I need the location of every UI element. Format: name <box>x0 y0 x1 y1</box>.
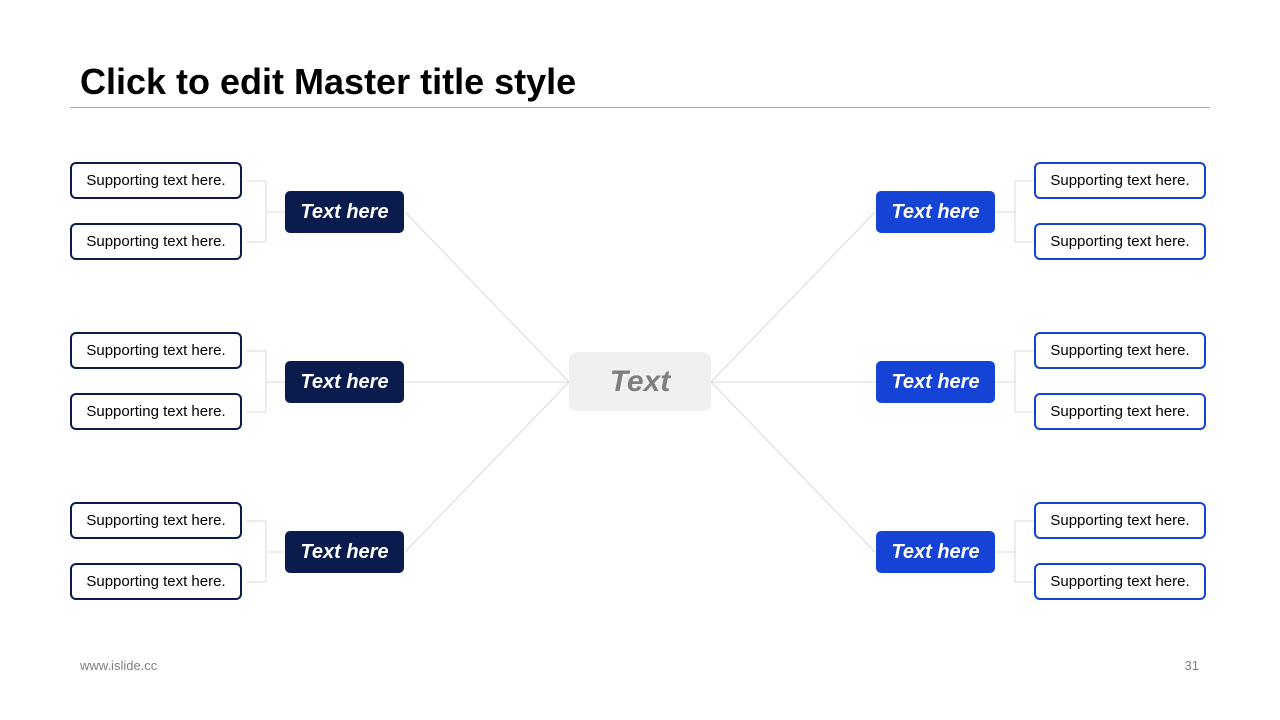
branch-node-right-middle: Text here <box>876 361 995 403</box>
supporting-box-left-top-1: Supporting text here. <box>70 162 242 199</box>
center-node: Text <box>569 352 711 411</box>
title-divider <box>70 107 1210 108</box>
bracket-right-bottom <box>995 520 1034 583</box>
supporting-box-left-middle-1: Supporting text here. <box>70 332 242 369</box>
bracket-left-bottom <box>246 520 285 583</box>
branch-node-left-middle: Text here <box>285 361 404 403</box>
footer-url: www.islide.cc <box>80 658 158 673</box>
supporting-box-right-top-2: Supporting text here. <box>1034 223 1206 260</box>
branch-node-left-top: Text here <box>285 191 404 233</box>
bracket-left-top <box>246 180 285 243</box>
supporting-box-right-top-1: Supporting text here. <box>1034 162 1206 199</box>
bracket-left-middle <box>246 350 285 413</box>
bracket-right-top <box>995 180 1034 243</box>
supporting-box-right-bottom-1: Supporting text here. <box>1034 502 1206 539</box>
supporting-box-right-bottom-2: Supporting text here. <box>1034 563 1206 600</box>
bracket-right-middle <box>995 350 1034 413</box>
supporting-box-left-bottom-2: Supporting text here. <box>70 563 242 600</box>
supporting-box-right-middle-2: Supporting text here. <box>1034 393 1206 430</box>
supporting-box-left-top-2: Supporting text here. <box>70 223 242 260</box>
connector-center-right-top <box>710 211 876 383</box>
slide-title: Click to edit Master title style <box>80 61 577 102</box>
connector-center-right-bottom <box>710 381 876 553</box>
branch-node-right-bottom: Text here <box>876 531 995 573</box>
page-number: 31 <box>1184 658 1199 673</box>
supporting-box-right-middle-1: Supporting text here. <box>1034 332 1206 369</box>
connector-center-left-top <box>404 211 570 383</box>
branch-node-left-bottom: Text here <box>285 531 404 573</box>
supporting-box-left-middle-2: Supporting text here. <box>70 393 242 430</box>
branch-node-right-top: Text here <box>876 191 995 233</box>
connector-center-left-bottom <box>404 381 570 553</box>
supporting-box-left-bottom-1: Supporting text here. <box>70 502 242 539</box>
